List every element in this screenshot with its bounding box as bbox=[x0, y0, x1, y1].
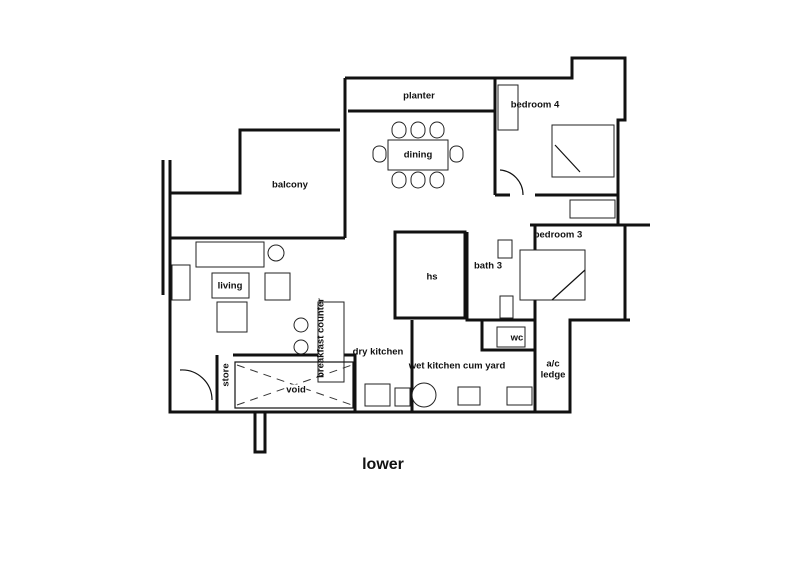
room-label-bath-3: bath 3 bbox=[474, 260, 502, 272]
room-label-dry-kitchen: dry kitchen bbox=[352, 346, 404, 358]
room-label-wet-kitchen: wet kitchen cum yard bbox=[408, 360, 506, 372]
plan-title: lower bbox=[362, 456, 404, 473]
room-label-ac: a/c bbox=[546, 358, 560, 370]
room-label-planter: planter bbox=[403, 90, 435, 102]
room-label-void: void bbox=[286, 384, 306, 396]
room-label-store: store bbox=[220, 363, 232, 387]
room-label-bedroom-3: bedroom 3 bbox=[533, 229, 583, 241]
room-label-bedroom-4: bedroom 4 bbox=[510, 99, 560, 111]
room-label-dining: dining bbox=[403, 149, 433, 161]
room-label-ledge: ledge bbox=[540, 369, 566, 381]
room-label-wc: wc bbox=[510, 332, 524, 344]
room-label-balcony: balcony bbox=[272, 179, 308, 191]
room-label-breakfast-counter: breakfast counter bbox=[315, 298, 327, 378]
room-label-hs: hs bbox=[426, 271, 438, 283]
room-label-living: living bbox=[217, 280, 243, 292]
